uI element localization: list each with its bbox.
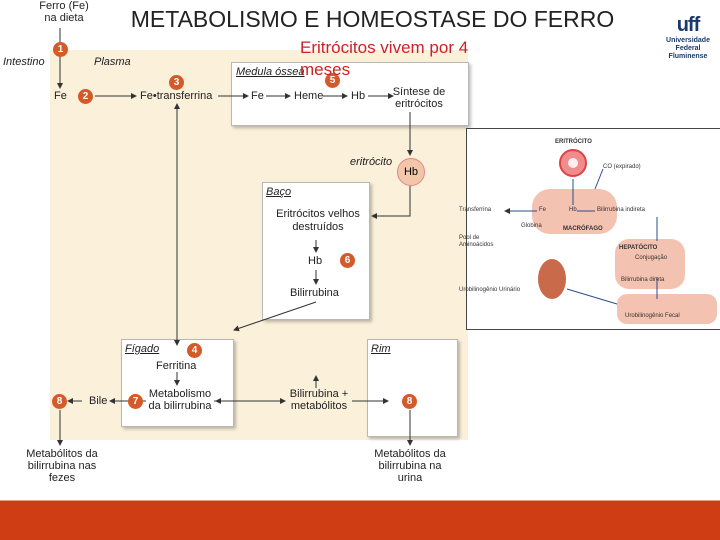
hb-label: Hb: [351, 90, 366, 102]
fe-marrow-label: Fe: [251, 90, 264, 102]
inset-fe-label: Fe: [539, 207, 547, 213]
inset-co-label: CO (expirado): [603, 164, 641, 170]
inset-fecal-urob-label: Urobilinogênio Fecal: [625, 313, 680, 319]
liver-label: Fígado: [125, 343, 160, 355]
step-1: 1: [53, 42, 68, 57]
spleen-hb-label: Hb: [308, 255, 323, 267]
step-6: 6: [340, 253, 355, 268]
slide-subtitle: Eritrócitos vivem por 4 meses: [300, 38, 469, 79]
bone-marrow-box: [231, 62, 469, 126]
inset-hepatocyte-label: HEPATÓCITO: [619, 245, 658, 251]
fe-label: Fe: [54, 90, 67, 102]
inset-kidney: [538, 259, 566, 299]
plasma-label: Plasma: [94, 56, 131, 68]
inset-erythrocyte-label: ERITRÓCITO: [555, 139, 592, 145]
kidney-box: [367, 339, 458, 437]
inset-indirect-bili-label: Bilirrubina indireta: [597, 207, 646, 213]
logo-line-3: Fluminense: [668, 53, 708, 60]
inset-hb-label: Hb: [569, 207, 577, 213]
inset-urine-urob-label: Urobilinogênio Urinário: [459, 287, 521, 293]
diet-label: Ferro (Fe) na dieta: [39, 0, 89, 24]
synthesis-label: Síntese de eritrócitos: [392, 86, 446, 110]
inset-hepatocyte: [615, 239, 685, 289]
footer-bar: [0, 501, 720, 540]
inset-conjugation-label: Conjugação: [635, 255, 668, 261]
step-2: 2: [78, 89, 93, 104]
logo-line-2: Federal: [675, 45, 701, 52]
bone-marrow-label: Medula óssea: [236, 66, 305, 78]
bili-metabolites-label: Bilirrubina + metabólitos: [289, 388, 349, 412]
ferritin-label: Ferritina: [156, 360, 197, 372]
kidney-label: Rim: [371, 343, 391, 355]
inset-transferrin-label: Transferrina: [459, 207, 492, 213]
bilirubin-to-liver-arrow: [233, 301, 317, 332]
footer-divider: [0, 500, 720, 501]
urine-label: Metabólitos da bilirrubina na urina: [374, 448, 446, 484]
inset-direct-bili-label: Bilirrubina direta: [621, 277, 665, 283]
step-4: 4: [187, 343, 202, 358]
fe-transferrin-label: Fe•transferrina: [140, 90, 213, 102]
step-8-right: 8: [402, 394, 417, 409]
logo-mark: uff: [676, 14, 701, 36]
spleen-label: Baço: [266, 186, 292, 198]
slide-title: METABOLISMO E HOMEOSTASE DO FERRO: [130, 6, 615, 32]
erythrocyte-cell: Hb: [397, 158, 425, 186]
feces-label: Metabólitos da bilirrubina nas fezes: [26, 448, 98, 484]
inset-shapes: [504, 149, 717, 324]
step-3: 3: [169, 75, 184, 90]
inset-macrophage-label: MACRÓFAGO: [563, 226, 603, 232]
inset-macrophage: [532, 189, 617, 234]
inset-globin-label: Globina: [521, 223, 542, 229]
step-7: 7: [128, 394, 143, 409]
bilirubin-label: Bilirrubina: [290, 287, 339, 299]
bili-metab-label: Metabolismo da bilirrubina: [148, 388, 212, 412]
bile-label: Bile: [89, 395, 108, 407]
erythrocyte-label: eritrócito: [350, 156, 393, 168]
erythrocyte-to-spleen-arrow: [371, 186, 411, 219]
heme-label: Heme: [294, 90, 324, 102]
intestine-label: Intestino: [3, 56, 45, 68]
inset-intestine: [617, 294, 717, 324]
inset-diagram: ERITRÓCITO CO (expirado) Transferrina Fe…: [459, 128, 720, 330]
step-8-left: 8: [52, 394, 67, 409]
step-5: 5: [325, 73, 340, 88]
uff-logo: uff Universidade Federal Fluminense: [660, 14, 716, 61]
old-rbc-label: Eritrócitos velhos destruídos: [276, 208, 360, 233]
inset-amino-pool-label: Pool de Aminoácidos: [459, 235, 494, 248]
logo-line-1: Universidade: [666, 37, 710, 44]
